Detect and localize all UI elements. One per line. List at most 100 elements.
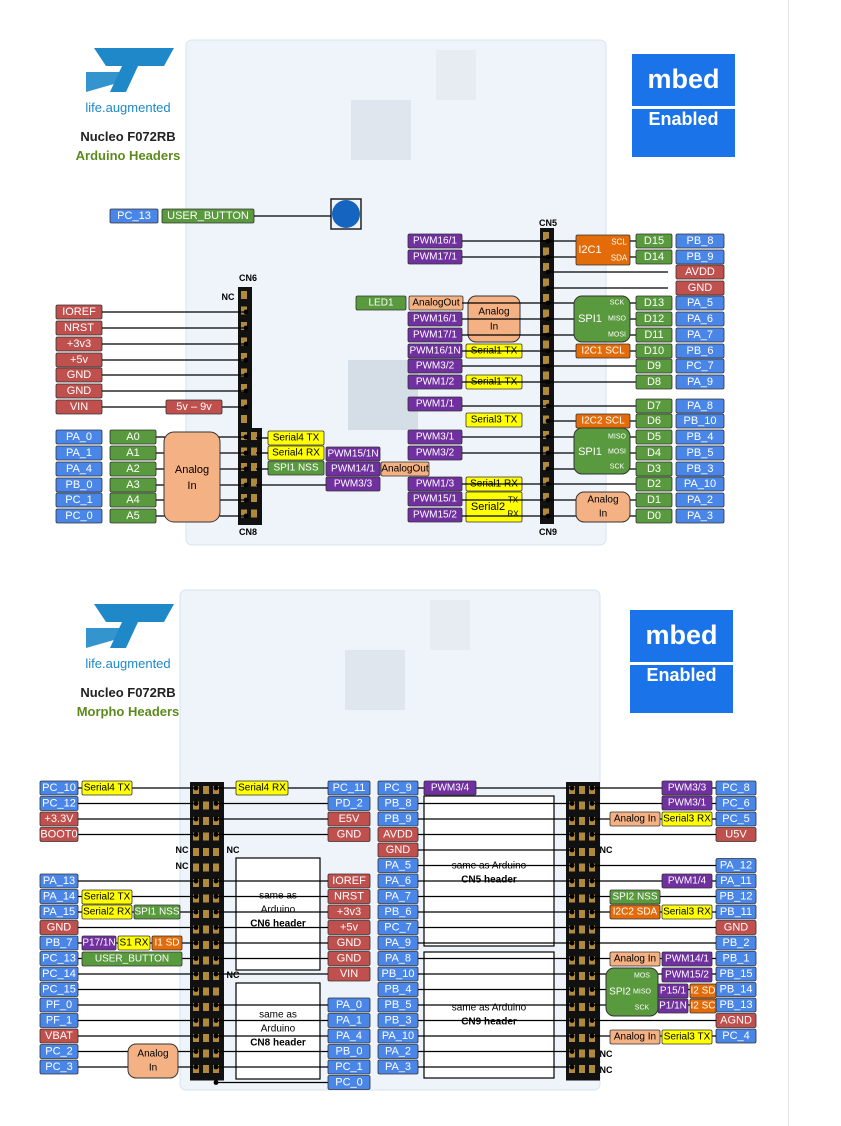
same-cn9-box	[423, 951, 555, 1079]
power-pin-box-text: IOREF	[332, 875, 366, 887]
pin-name-box-text: PB_2	[723, 937, 750, 949]
power-pin-box-text: GND	[67, 385, 92, 397]
cn10-dot	[569, 925, 575, 930]
pin-name-box-text: PB_12	[719, 891, 752, 903]
cn10-dot	[589, 940, 595, 946]
pin-name-box-text: PD_2	[335, 798, 363, 810]
analog-box-text: AnalogOut	[412, 298, 459, 309]
pin-name-box-text: PC_15	[42, 984, 76, 996]
arduino-pin-box	[635, 429, 673, 445]
pwm-box-text: PWM14/1	[331, 464, 375, 475]
header-pin	[579, 972, 585, 980]
pin-name-box-text: PA_7	[385, 891, 411, 903]
serial-box-text: S1 RX	[120, 938, 149, 949]
spi1-group-top	[573, 295, 631, 343]
arduino-pin-box	[635, 476, 673, 492]
header-pin	[241, 353, 247, 361]
pin-name-box	[675, 461, 725, 477]
nc-label: NC	[600, 1065, 613, 1075]
cn10-dot	[589, 1033, 595, 1039]
pwm-box	[407, 507, 463, 523]
cn6-dot	[243, 309, 249, 315]
header-pin	[203, 910, 209, 918]
header-pin	[241, 447, 247, 456]
same-cn6-box	[235, 857, 321, 971]
pin-name-box-text: PC_13	[42, 953, 76, 965]
pin-name-box-text: PA_2	[687, 494, 713, 506]
pin-name-box-text: PB_3	[687, 463, 714, 475]
pin-name-box-text: PB_10	[381, 968, 414, 980]
header-pin	[241, 463, 247, 471]
same-as-text: Arduino	[261, 1024, 296, 1035]
header-pin	[543, 477, 549, 486]
cn10-dot	[589, 971, 595, 977]
pwm-box-text: PWM1/2	[416, 377, 455, 388]
header-pin	[193, 848, 199, 856]
spi1-nss-box	[133, 904, 181, 920]
analog-box-text: AnalogOut	[381, 464, 428, 475]
pin-name-box	[675, 295, 725, 311]
pin-name-box-text: PC_1	[65, 494, 93, 506]
arduino-pin-box-text: D13	[644, 297, 664, 309]
power-pin-box-text: GND	[337, 829, 362, 841]
pin-name-box-text: PC_4	[722, 1030, 750, 1042]
same-cn5-box	[423, 795, 555, 947]
usb-connector	[436, 50, 476, 100]
header-pin	[579, 832, 585, 841]
sck-text: SCK	[635, 1005, 650, 1012]
pin-name-box	[55, 508, 103, 524]
header-pin	[203, 801, 209, 810]
spi2-text: SPI2	[609, 987, 631, 998]
power-pin-box	[675, 280, 725, 296]
arduino-pin-box	[635, 413, 673, 429]
header-type-label: Morpho Headers	[76, 704, 180, 719]
pwm-box-text: PWM3/1	[416, 432, 455, 443]
header-pin	[579, 879, 585, 887]
cn7-dot	[213, 832, 219, 837]
scl-text: SCL	[611, 238, 627, 247]
pwm-box-text: PWM16/1	[413, 236, 457, 247]
cn7-dot	[213, 1002, 219, 1008]
pwm-box-text: PWM1/1	[416, 399, 455, 410]
header-pin	[213, 848, 219, 856]
cn10-dot	[569, 1002, 575, 1008]
header-pin	[579, 956, 585, 965]
pwm-box	[657, 998, 689, 1014]
pin-name-box	[675, 398, 725, 414]
cn6-dot	[243, 357, 249, 363]
header-pin	[543, 278, 549, 287]
header-pin	[579, 863, 585, 872]
cn7-dot	[193, 894, 199, 899]
cn10-dot	[589, 1018, 595, 1023]
pin-name-box-text: PC_1	[335, 1061, 363, 1073]
user-button-box	[81, 951, 183, 967]
power-pin-box-text: GND	[724, 922, 749, 934]
cn7-dot	[213, 909, 219, 915]
header-pin	[241, 306, 247, 315]
pin-name-box-text: PB_0	[66, 479, 93, 491]
serial-box-text: Serial4 TX	[273, 433, 320, 444]
board-name: Nucleo F072RB	[80, 129, 176, 144]
cn8-dot	[243, 513, 249, 519]
analog-box	[609, 811, 661, 827]
pin-name-box-text: PB_9	[687, 251, 714, 263]
serial-box	[235, 780, 289, 796]
i2c-box-text: I2C2 SCL	[581, 416, 625, 427]
pin-name-box	[675, 476, 725, 492]
header-pin	[241, 509, 247, 518]
pin-name-box-text: PA_7	[687, 329, 713, 341]
header-pin	[579, 1049, 585, 1058]
i2c-box-text: I2C1 SCL	[581, 346, 625, 357]
pin-name-box-text: PB_13	[719, 999, 752, 1011]
serial-box-text: Serial2 TX	[84, 892, 131, 903]
pin-name-box-text: PB_1	[723, 953, 750, 965]
cn6-dot	[243, 325, 249, 331]
cn7-dot	[213, 1018, 219, 1023]
mbed-line1: mbed	[645, 620, 718, 650]
arduino-pin-box	[635, 233, 673, 249]
header-pin	[203, 1018, 209, 1027]
serial-box-text: Serial3 TX	[664, 1032, 711, 1043]
spi-nss-box	[267, 460, 325, 476]
cn5-label: CN5	[539, 218, 557, 228]
pin-name-box-text: PB_14	[719, 984, 752, 996]
